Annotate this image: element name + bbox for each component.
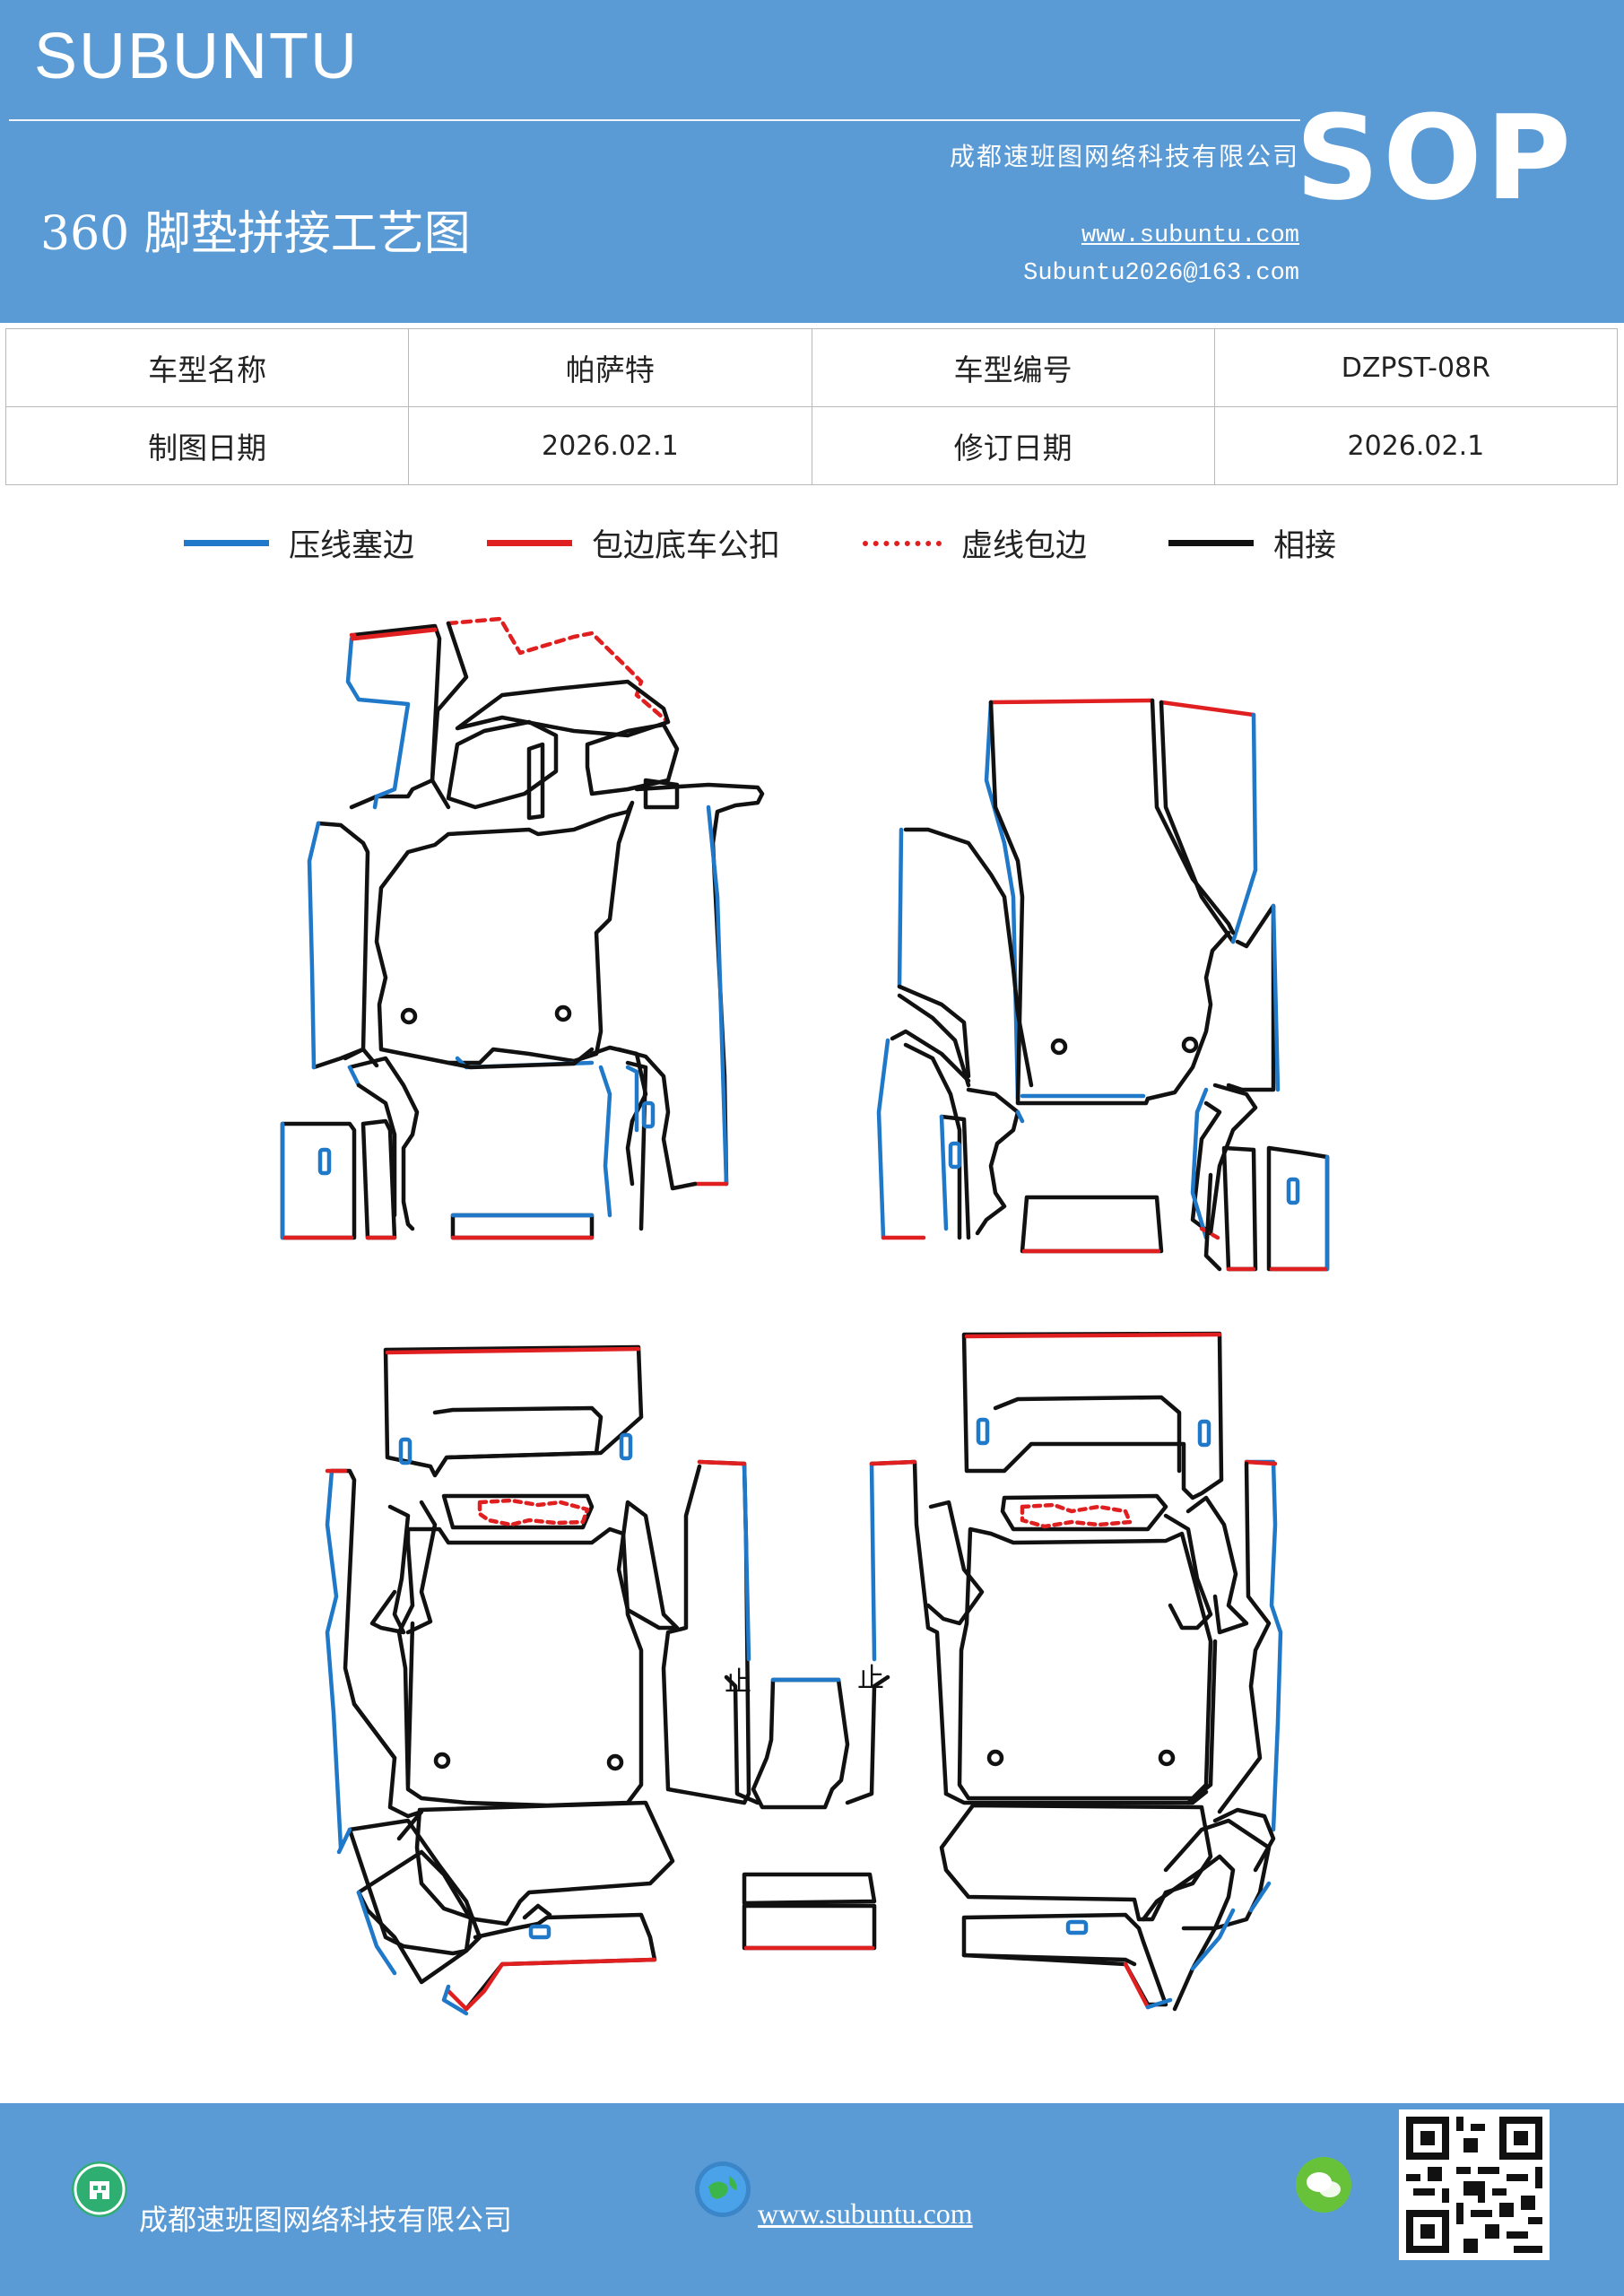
header-divider bbox=[9, 119, 1300, 121]
legend-swatch-red bbox=[487, 540, 572, 546]
revise-date-value: 2026.02.1 bbox=[1213, 406, 1619, 485]
mat-group-rear-right bbox=[869, 1331, 1283, 2012]
mat-group-rear-left bbox=[325, 1344, 751, 2016]
legend-item: 压线塞边 bbox=[184, 520, 414, 566]
model-name-label: 车型名称 bbox=[4, 328, 410, 407]
legend-label: 包边底车公扣 bbox=[592, 528, 781, 564]
info-table: 车型名称 帕萨特 车型编号 DZPST-08R 制图日期 2026.02.1 修… bbox=[4, 328, 1619, 485]
legend-item: 包边底车公扣 bbox=[487, 520, 780, 566]
draw-date-label: 制图日期 bbox=[4, 406, 410, 485]
legend-swatch-blue bbox=[184, 540, 269, 546]
mat-group-front-right bbox=[876, 698, 1330, 1272]
doc-type-label: SOP bbox=[1295, 90, 1575, 226]
mat-group-rear-center bbox=[724, 1674, 890, 1951]
legend-item: 相接 bbox=[1168, 520, 1336, 566]
company-name: 成都速班图网络科技有限公司 bbox=[949, 142, 1299, 171]
page-title: 360 脚垫拼接工艺图 bbox=[40, 207, 471, 261]
legend-item: 虚线包边 bbox=[863, 520, 1087, 566]
globe-icon bbox=[695, 2161, 751, 2217]
legend-label: 虚线包边 bbox=[961, 528, 1088, 564]
legend-label: 相接 bbox=[1273, 528, 1337, 564]
building-icon bbox=[72, 2161, 127, 2217]
qr-code bbox=[1399, 2109, 1550, 2260]
website-link[interactable]: www.subuntu.com bbox=[1081, 222, 1299, 249]
legend-swatch-red-dotted bbox=[863, 540, 942, 546]
footer-company-name: 成都速班图网络科技有限公司 bbox=[139, 2203, 513, 2237]
table-row: 车型名称 帕萨特 车型编号 DZPST-08R bbox=[4, 328, 1619, 407]
stop-mark-right: 止 bbox=[857, 1663, 884, 1694]
table-row: 制图日期 2026.02.1 修订日期 2026.02.1 bbox=[4, 406, 1619, 485]
stop-mark-left: 止 bbox=[725, 1666, 751, 1698]
mat-group-front-left bbox=[280, 616, 765, 1240]
wechat-icon bbox=[1296, 2157, 1351, 2213]
model-code-label: 车型编号 bbox=[811, 328, 1215, 407]
legend: 压线塞边 包边底车公扣 虚线包边 相接 bbox=[0, 520, 1624, 574]
header-banner: SUBUNTU SOP 360 脚垫拼接工艺图 成都速班图网络科技有限公司 ww… bbox=[0, 0, 1624, 323]
draw-date-value: 2026.02.1 bbox=[408, 406, 812, 485]
legend-label: 压线塞边 bbox=[289, 528, 415, 564]
model-name-value: 帕萨特 bbox=[408, 328, 812, 407]
model-code-value: DZPST-08R bbox=[1213, 328, 1619, 407]
brand-logo-text: SUBUNTU bbox=[34, 21, 360, 92]
legend-swatch-black bbox=[1168, 540, 1254, 546]
email-text: Subuntu2026@163.com bbox=[1023, 260, 1299, 287]
revise-date-label: 修订日期 bbox=[811, 406, 1215, 485]
footer-banner: 成都速班图网络科技有限公司 www.subuntu.com bbox=[0, 2103, 1624, 2296]
footer-website-link[interactable]: www.subuntu.com bbox=[758, 2197, 973, 2230]
